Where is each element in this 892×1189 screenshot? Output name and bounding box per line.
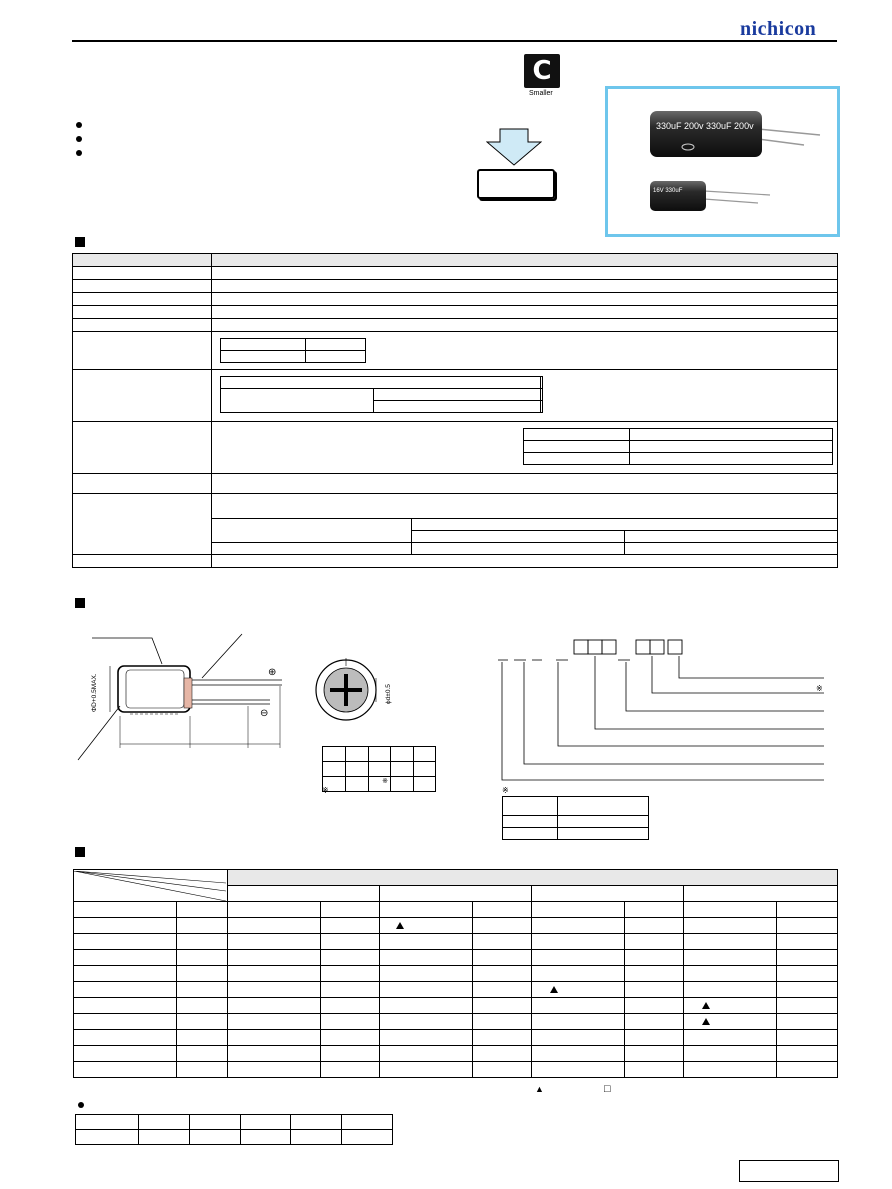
ratings-table (73, 869, 838, 1078)
spec-subtable (523, 428, 833, 465)
svg-text:ϕd±0.5: ϕd±0.5 (385, 684, 392, 704)
section-specifications-marker (75, 237, 85, 247)
svg-text:⊕: ⊕ (268, 667, 276, 678)
outline-drawing: ΦD+0.5MAX. ⊕ ⊖ (77, 633, 282, 761)
related-series-box (477, 169, 555, 199)
capacitor-photo: 330uF 200v 330uF 200v 16V 330uF (650, 111, 821, 211)
part-number-code-table (502, 796, 649, 840)
triangle-mark-icon (702, 1018, 710, 1025)
triangle-mark-icon (550, 986, 558, 993)
diagonal-header-lines (74, 870, 226, 901)
svg-text:※: ※ (816, 684, 823, 693)
svg-text:⊖: ⊖ (260, 708, 268, 719)
part-number-diagram: ※ (498, 639, 824, 781)
spec-subtable (219, 376, 543, 413)
triangle-mark-icon (702, 1002, 710, 1009)
triangle-mark-icon (396, 922, 404, 929)
feature-bullet (76, 122, 82, 128)
brand-logo: nichicon (740, 18, 817, 40)
legend-triangle-mark: ▲ (535, 1084, 544, 1094)
lead-dimension-table: ※ (322, 746, 436, 792)
header-rule (72, 40, 837, 42)
svg-text:330uF 200v 330uF 200v: 330uF 200v 330uF 200v (656, 121, 754, 131)
spec-subtable (220, 338, 366, 363)
dimension-note-mark: ※ (322, 786, 329, 795)
series-icon-label: Smaller (529, 90, 553, 97)
multiplier-bullet (78, 1102, 84, 1108)
section-dimensions-marker (75, 598, 85, 608)
feature-bullet (76, 150, 82, 156)
page-number-box (739, 1160, 839, 1182)
feature-bullet (76, 136, 82, 142)
svg-text:ΦD+0.5MAX.: ΦD+0.5MAX. (91, 673, 98, 712)
product-photo-frame: 330uF 200v 330uF 200v 16V 330uF (605, 86, 840, 237)
svg-text:16V 330uF: 16V 330uF (653, 188, 683, 194)
spec-subtable (212, 500, 837, 554)
section-ratings-marker (75, 847, 85, 857)
down-arrow-icon (486, 128, 542, 166)
specifications-table (72, 253, 838, 568)
legend-square-mark: □ (604, 1083, 611, 1095)
top-view-drawing: ϕd±0.5 (315, 658, 392, 721)
series-c-icon: C (524, 54, 560, 88)
frequency-multiplier-table (75, 1114, 393, 1145)
part-number-note-mark: ※ (502, 786, 509, 795)
